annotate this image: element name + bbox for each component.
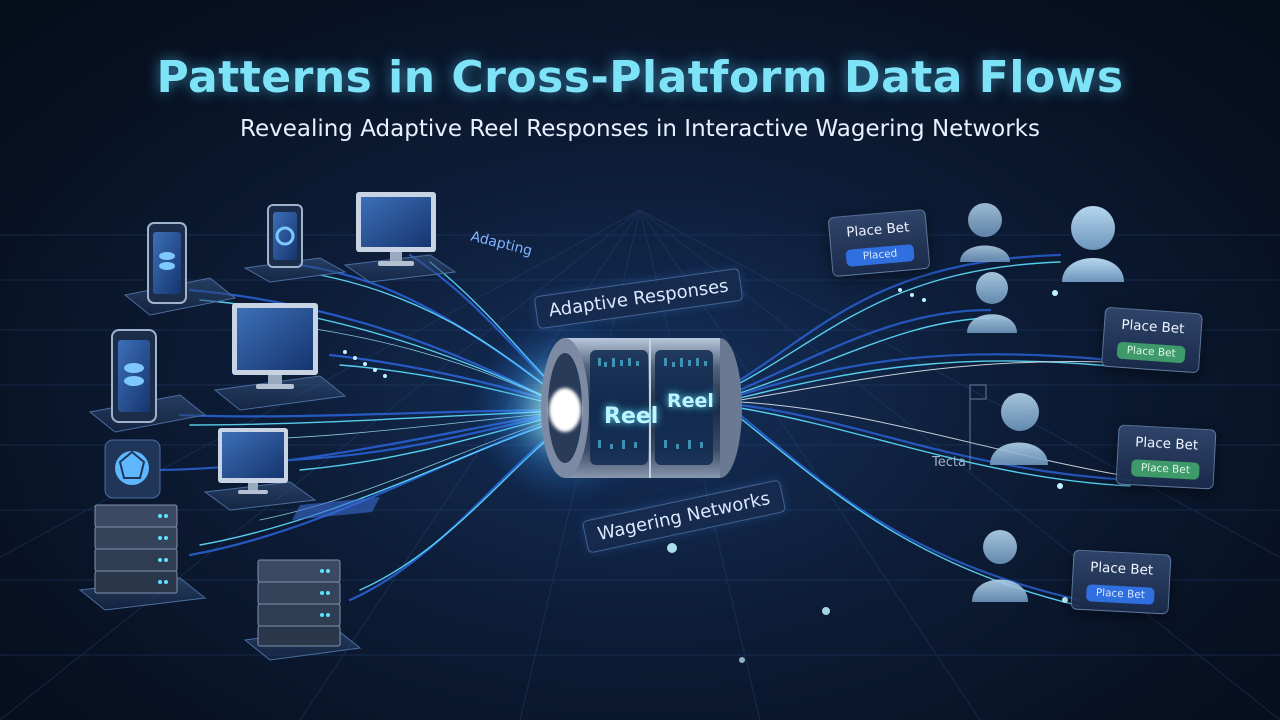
place-bet-card: Place Bet Place Bet bbox=[1115, 424, 1217, 490]
user-icon bbox=[1062, 206, 1124, 282]
place-bet-button[interactable]: Place Bet bbox=[1085, 584, 1155, 605]
reel-label-left: Reel bbox=[604, 404, 659, 429]
place-bet-title: Place Bet bbox=[1134, 434, 1199, 454]
glow-dots bbox=[343, 288, 1068, 663]
reel-cylinder-icon bbox=[541, 338, 742, 478]
place-bet-card: Place Bet Place Bet bbox=[1070, 549, 1172, 615]
place-bet-title: Place Bet bbox=[845, 219, 910, 241]
place-bet-button[interactable]: Place Bet bbox=[1116, 341, 1186, 364]
page-subtitle: Revealing Adaptive Reel Responses in Int… bbox=[240, 116, 1040, 142]
place-bet-button[interactable]: Placed bbox=[845, 244, 915, 267]
flat-panel bbox=[292, 497, 380, 520]
place-bet-title: Place Bet bbox=[1120, 316, 1185, 338]
tecta-label: Tecta bbox=[932, 455, 966, 470]
smartphone-icon bbox=[123, 222, 237, 316]
server-rack-icon bbox=[78, 504, 207, 611]
place-bet-card: Place Bet Place Bet bbox=[1101, 306, 1203, 374]
place-bet-card: Place Bet Placed bbox=[827, 208, 931, 278]
monitor-icon bbox=[213, 303, 347, 411]
place-bet-button[interactable]: Place Bet bbox=[1130, 459, 1200, 480]
server-rack-icon bbox=[243, 559, 362, 661]
right-users bbox=[960, 203, 1124, 602]
monitor-icon bbox=[203, 428, 317, 511]
place-bet-title: Place Bet bbox=[1089, 559, 1154, 579]
user-icon bbox=[990, 393, 1048, 465]
app-icon bbox=[104, 439, 161, 499]
monitor-icon bbox=[343, 192, 457, 283]
reel-label-right: Reel bbox=[667, 390, 714, 412]
smartphone-icon bbox=[88, 329, 207, 433]
user-icon bbox=[960, 203, 1010, 262]
left-devices bbox=[78, 192, 457, 661]
user-icon bbox=[967, 272, 1017, 333]
user-icon bbox=[972, 530, 1028, 602]
page-title: Patterns in Cross-Platform Data Flows bbox=[156, 52, 1124, 103]
tablet-icon bbox=[243, 204, 347, 283]
